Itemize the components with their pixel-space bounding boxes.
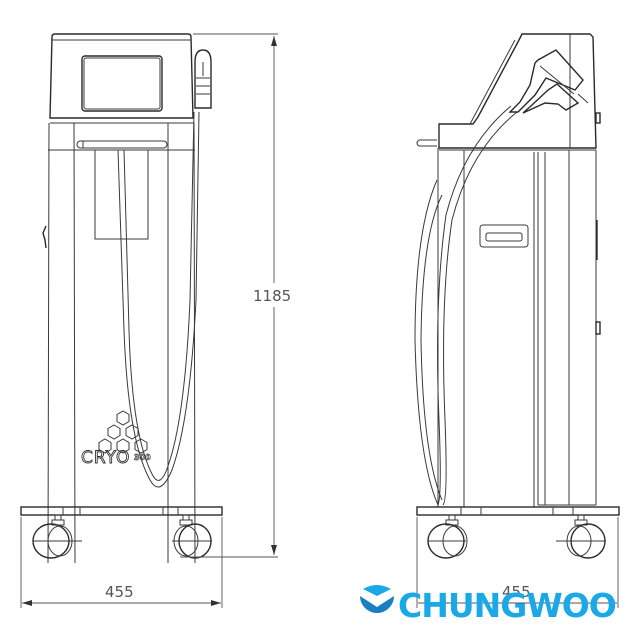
front-width-label: 455 [105, 583, 134, 601]
side-button [595, 321, 601, 335]
front-left-caster [32, 514, 82, 559]
cryo-hexagon-logo [98, 410, 148, 454]
front-view: CRYO 300 1 [20, 33, 291, 608]
cryo-logo-text: CRYO [81, 448, 130, 468]
front-panel [94, 149, 149, 240]
handpiece [194, 49, 212, 109]
hose [117, 111, 200, 488]
hose-hook [416, 139, 437, 147]
side-knob [595, 112, 601, 124]
height-dimension-label: 1185 [253, 287, 291, 305]
side-width-label: 455 [502, 583, 531, 601]
side-latch [42, 225, 47, 249]
front-width-dimension: 455 [20, 517, 223, 608]
side-view: 455 [414, 33, 620, 608]
side-width-dimension: 455 [416, 517, 619, 608]
height-dimension: 1185 [180, 33, 291, 558]
side-handle [479, 224, 529, 248]
side-handpieces [508, 49, 589, 114]
front-base-plate [20, 506, 223, 516]
side-head-housing [438, 33, 597, 149]
side-left-caster [427, 514, 468, 559]
chungwoo-logo: CHUNGWOO [360, 585, 617, 625]
front-head-housing [49, 33, 194, 119]
touch-screen [81, 55, 163, 112]
front-handle [76, 140, 168, 149]
side-hose [442, 111, 518, 506]
chungwoo-brand-icon [360, 585, 394, 613]
side-base-plate [416, 506, 620, 516]
side-right-caster [556, 514, 606, 559]
cryo-logo-suffix: 300 [134, 453, 151, 462]
brand-name: CHUNGWOO [398, 586, 616, 625]
front-right-caster [172, 514, 212, 559]
